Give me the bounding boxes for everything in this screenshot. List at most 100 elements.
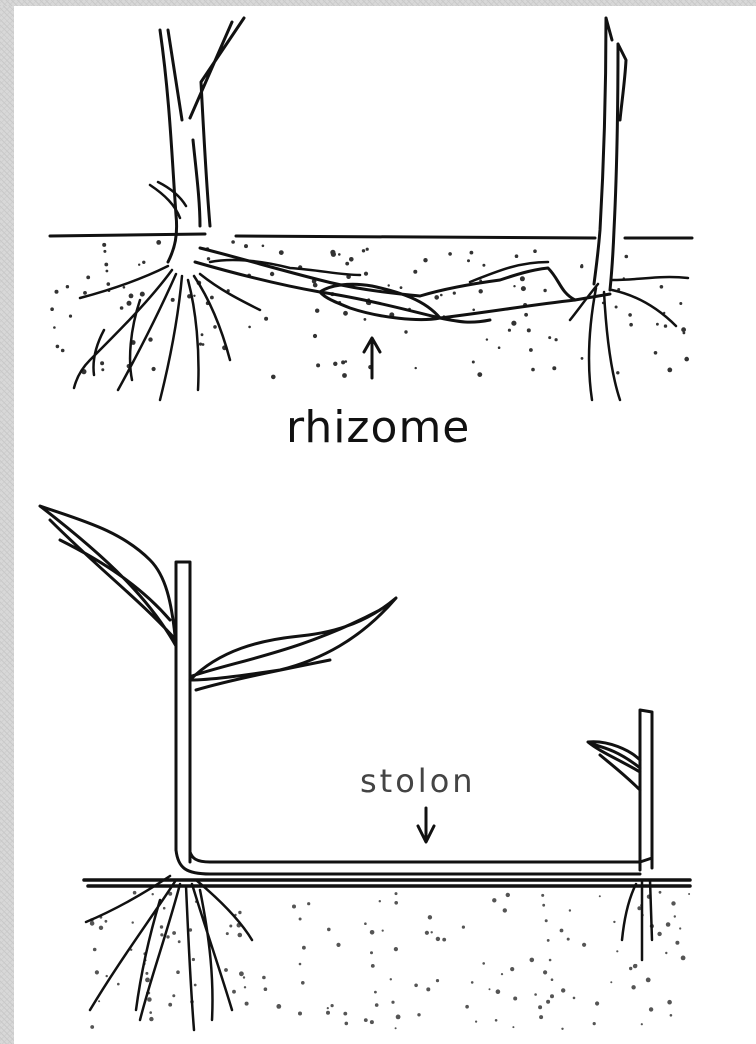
soil-dot [482,264,485,267]
soil-dot [546,1000,550,1004]
soil-dot [659,891,662,894]
soil-dot [331,1004,334,1007]
soil-dot [231,240,235,244]
stolon-right-roots [622,880,652,960]
soil-dot [534,993,537,996]
soil-dot [50,307,54,311]
soil-dot [423,258,427,262]
soil-dot [684,357,689,362]
soil-dot [472,361,475,364]
soil-dot [345,360,348,363]
soil-dot [302,946,306,950]
soil-dot [333,362,337,366]
soil-dot [366,248,369,251]
soil-dot [207,257,210,260]
soil-dot [374,991,377,994]
soil-dot [688,893,690,895]
soil-dot [264,987,268,991]
soil-dot [641,1023,643,1025]
soil-dot [510,967,514,971]
soil-dot [472,309,475,312]
soil-dot [100,361,104,365]
soil-dot [271,375,276,380]
soil-dot [149,1011,152,1014]
soil-dot [394,947,398,951]
soil-dot [238,911,241,914]
soil-dot [512,1026,514,1028]
soil-dot [61,349,65,353]
soil-dot [649,1007,653,1011]
rhizome-figure [50,18,692,400]
soil-dot [142,261,145,264]
soil-dot [330,250,335,255]
soil-dot [531,368,535,372]
soil-dot [550,994,554,998]
soil-dot [98,1000,100,1002]
soil-dot [467,259,470,262]
soil-dot [664,324,667,327]
soil-dot [388,284,390,286]
soil-dot [99,926,103,930]
soil-dot [66,285,69,288]
soil-dot [683,332,686,335]
soil-dot [341,360,345,364]
soil-dot [440,294,443,297]
stolon-right-plant [588,710,652,870]
rhizome-right-roots [570,277,688,400]
stolon-left-roots [86,876,252,1030]
soil-dot [539,1015,543,1019]
soil-dot [400,286,403,289]
soil-dot [83,291,87,295]
soil-dot [681,327,686,332]
soil-dot [148,337,152,341]
soil-dot [390,978,392,980]
soil-dot [349,257,354,262]
soil-dot [498,346,501,349]
soil-dot [496,989,501,994]
rhizome-soil-surface [50,234,692,238]
soil-dot [145,978,150,983]
soil-dot [428,915,432,919]
soil-dot [448,252,452,256]
soil-dot [580,265,583,268]
soil-dot [545,919,548,922]
soil-dot [542,904,545,907]
soil-dot [671,901,675,905]
soil-dot [364,272,368,276]
soil-dot [224,968,228,972]
soil-dot [538,1005,542,1009]
soil-dot [90,1025,94,1029]
soil-dot [629,323,633,327]
soil-dot [326,1011,330,1015]
soil-dot [345,262,349,266]
soil-dot [152,367,156,371]
soil-dot [567,938,570,941]
soil-dot [391,1001,394,1004]
soil-dot [160,933,163,936]
soil-dot [239,971,244,976]
soil-dot [560,929,564,933]
soil-dot [610,981,612,983]
soil-dot [679,302,682,305]
soil-dot [55,290,59,294]
soil-dot [395,892,398,895]
soil-dot [343,1012,347,1016]
soil-dot [145,972,148,975]
soil-dot [513,997,517,1001]
soil-dot [515,254,519,258]
soil-dot [479,289,483,293]
rhizome-left-roots [74,266,260,400]
soil-dot [415,367,417,369]
soil-dot [547,939,550,942]
soil-dot [654,351,658,355]
soil-dot [192,958,195,961]
soil-dot [149,1017,153,1021]
soil-dot [503,908,507,912]
soil-dot [394,901,398,905]
stolon-runner [176,850,652,874]
soil-dot [482,962,485,965]
soil-dot [120,306,124,310]
stolon-main-stem [176,562,190,862]
soil-dot [343,311,348,316]
